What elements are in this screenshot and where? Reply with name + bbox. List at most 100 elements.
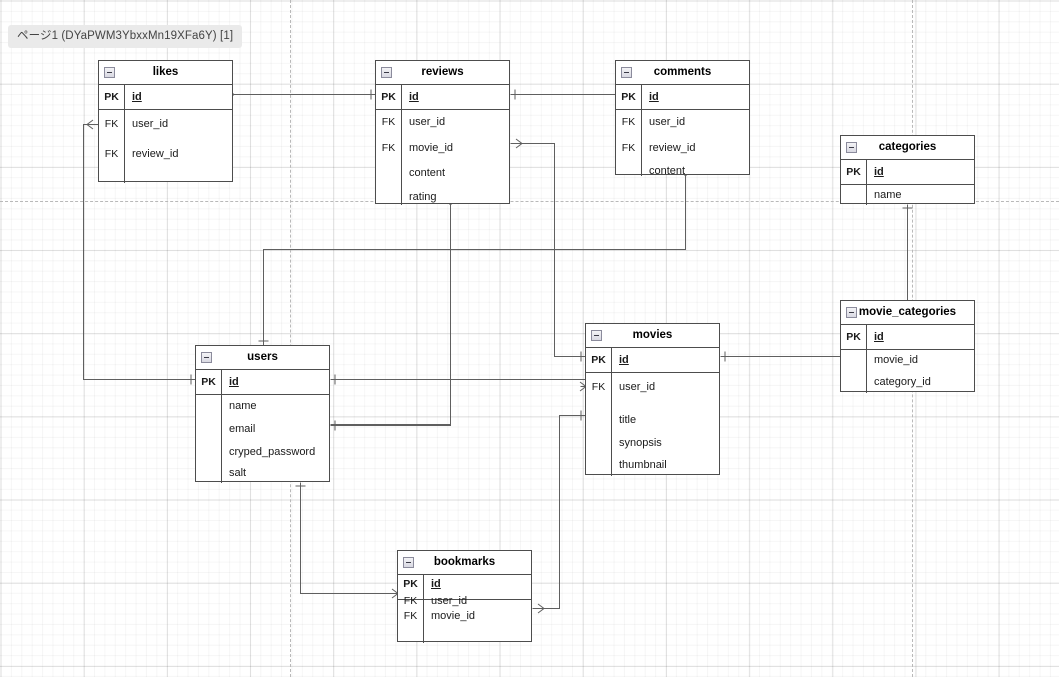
connector-categories-movie-categories bbox=[902, 204, 913, 307]
collapse-minus-icon[interactable] bbox=[104, 67, 115, 78]
attribute-row[interactable] bbox=[398, 623, 531, 642]
attribute-name-label: thumbnail bbox=[619, 459, 667, 471]
attribute-row[interactable]: PK id bbox=[841, 325, 974, 349]
attribute-name-label: synopsis bbox=[619, 436, 662, 449]
attribute-row[interactable]: title bbox=[586, 408, 719, 431]
attribute-row[interactable]: content bbox=[376, 161, 509, 185]
connector-reviews-users bbox=[330, 198, 456, 431]
attribute-row[interactable]: FK review_id bbox=[99, 139, 232, 169]
attribute-name-label: review_id bbox=[132, 148, 179, 160]
attribute-name-label: content bbox=[649, 164, 686, 177]
pk-separator bbox=[196, 394, 329, 395]
attribute-name-label: id bbox=[132, 91, 142, 103]
attribute-name-label: cryped_password bbox=[229, 445, 316, 458]
attribute-row[interactable]: salt bbox=[196, 463, 329, 483]
attribute-row[interactable]: synopsis bbox=[586, 431, 719, 454]
entity-title-movies: movies bbox=[586, 324, 719, 348]
column-divider bbox=[611, 348, 612, 476]
pk-separator bbox=[841, 349, 974, 350]
attribute-name-label: user_id bbox=[132, 118, 169, 130]
attribute-key-label: PK bbox=[846, 331, 861, 343]
collapse-minus-icon[interactable] bbox=[591, 330, 602, 341]
entity-name-label: movies bbox=[632, 329, 673, 341]
collapse-minus-icon[interactable] bbox=[846, 142, 857, 153]
entity-title-likes: likes bbox=[99, 61, 232, 85]
attribute-row[interactable]: FK review_id bbox=[616, 135, 749, 161]
attribute-key-label: PK bbox=[591, 354, 606, 366]
collapse-minus-icon[interactable] bbox=[846, 307, 857, 318]
pk-separator bbox=[398, 599, 531, 600]
attribute-key-label: PK bbox=[403, 578, 418, 590]
collapse-minus-icon[interactable] bbox=[621, 67, 632, 78]
pk-separator bbox=[841, 184, 974, 185]
attribute-row[interactable]: rating bbox=[376, 185, 509, 209]
attribute-name-label: email bbox=[229, 422, 256, 435]
connector-bookmarks-movies bbox=[532, 410, 586, 614]
attribute-row[interactable]: name bbox=[841, 184, 974, 205]
entity-name-label: users bbox=[247, 351, 278, 363]
entity-name-label: movie_categories bbox=[858, 306, 957, 318]
attribute-key-label: FK bbox=[621, 142, 636, 154]
attribute-key-label: PK bbox=[201, 376, 216, 388]
connector-users-bookmarks bbox=[295, 482, 399, 599]
collapse-minus-icon[interactable] bbox=[403, 557, 414, 568]
attribute-row[interactable]: cryped_password bbox=[196, 440, 329, 463]
attribute-key-label: FK bbox=[403, 594, 418, 607]
attribute-row[interactable]: thumbnail bbox=[586, 454, 719, 476]
entity-title-categories: categories bbox=[841, 136, 974, 160]
attribute-row[interactable]: name bbox=[196, 394, 329, 417]
attribute-row[interactable]: movie_id bbox=[841, 349, 974, 371]
collapse-minus-icon[interactable] bbox=[381, 67, 392, 78]
attribute-row[interactable]: content bbox=[616, 161, 749, 180]
attribute-name-label: name bbox=[874, 188, 902, 201]
attribute-name-label: movie_id bbox=[431, 609, 476, 622]
attribute-name-label: id bbox=[874, 331, 884, 343]
attribute-row[interactable]: category_id bbox=[841, 371, 974, 393]
entity-name-label: comments bbox=[653, 66, 712, 78]
entity-name-label: reviews bbox=[421, 66, 464, 78]
attribute-name-label: id bbox=[619, 354, 629, 366]
attribute-key-label: FK bbox=[621, 116, 636, 128]
attribute-name-label: review_id bbox=[649, 142, 696, 154]
attribute-row[interactable]: email bbox=[196, 417, 329, 440]
entity-title-users: users bbox=[196, 346, 329, 370]
collapse-minus-icon[interactable] bbox=[201, 352, 212, 363]
attribute-name-label: content bbox=[409, 167, 446, 179]
attribute-name-label: id bbox=[409, 91, 419, 103]
attribute-row[interactable] bbox=[99, 169, 232, 183]
attribute-row[interactable]: PK id bbox=[586, 348, 719, 372]
entity-title-movie_categories: movie_categories bbox=[841, 301, 974, 325]
attribute-name-label: id bbox=[649, 91, 659, 103]
connector-reviews-movies bbox=[510, 138, 586, 362]
attribute-name-label: rating bbox=[409, 191, 437, 203]
attribute-name-label: id bbox=[874, 166, 884, 178]
column-divider bbox=[423, 575, 424, 643]
attribute-key-label: FK bbox=[104, 148, 119, 160]
attribute-name-label: title bbox=[619, 413, 637, 426]
page-label: ページ1 (DYaPWM3YbxxMn19XFa6Y) [1] bbox=[8, 25, 243, 48]
